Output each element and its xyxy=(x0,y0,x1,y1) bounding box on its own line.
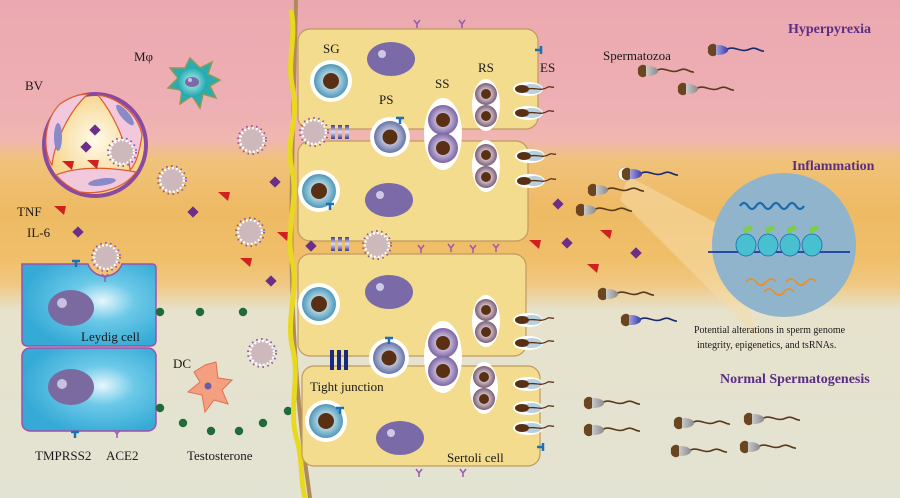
zone-heading-inflammation: Inflammation xyxy=(792,159,875,174)
testosterone-molecules xyxy=(155,307,293,436)
virus-particle xyxy=(246,337,278,369)
nucleosome-icon xyxy=(735,225,823,257)
label-rs: RS xyxy=(478,60,494,75)
legend-tnf-icon xyxy=(54,206,66,215)
tnf-molecule xyxy=(600,230,612,239)
il6-molecule xyxy=(561,237,573,249)
tight-junctions xyxy=(330,125,349,370)
germ-cells xyxy=(298,60,557,442)
legend-il6-label: IL-6 xyxy=(27,225,51,240)
legend-il6-icon xyxy=(72,226,84,238)
label-leydig-cell: Leydig cell xyxy=(81,329,140,344)
label-ss: SS xyxy=(435,76,449,91)
callout-beam xyxy=(620,176,760,340)
virus-particle xyxy=(234,216,266,248)
label-dc: DC xyxy=(173,356,191,371)
tnf-molecule xyxy=(240,258,252,267)
blood-vessel xyxy=(42,92,148,198)
legend-tnf-label: TNF xyxy=(17,204,42,219)
spermatozoa xyxy=(575,43,801,458)
tnf-molecule xyxy=(529,240,541,249)
label-bv: BV xyxy=(25,78,44,93)
leydig-cells xyxy=(21,241,157,440)
label-ace2: ACE2 xyxy=(106,448,139,463)
virus-particle xyxy=(236,124,268,156)
peritubular-myoid-cells xyxy=(287,9,308,498)
label-sg: SG xyxy=(323,41,340,56)
il6-molecule xyxy=(305,240,317,252)
label-macrophage: Mφ xyxy=(134,49,153,64)
il6-molecule xyxy=(269,176,281,188)
virus-particle xyxy=(156,164,188,196)
tnf-molecule xyxy=(277,232,289,241)
tnf-molecule xyxy=(218,192,230,201)
il6-molecule xyxy=(552,198,564,210)
label-testosterone: Testosterone xyxy=(187,448,253,463)
tsrna-icon xyxy=(745,278,817,296)
label-tight-junction: Tight junction xyxy=(310,379,384,394)
label-es: ES xyxy=(540,60,555,75)
il6-molecule xyxy=(187,206,199,218)
il6-molecule xyxy=(265,275,277,287)
label-sertoli-cell: Sertoli cell xyxy=(447,450,504,465)
label-spermatozoa: Spermatozoa xyxy=(603,48,671,63)
callout-text-line2: integrity, epigenetics, and tsRNAs. xyxy=(697,340,836,351)
tnf-molecule xyxy=(587,264,599,273)
dna-helix-icon xyxy=(739,201,805,211)
zone-heading-hyperpyrexia: Hyperpyrexia xyxy=(788,22,871,37)
genome-callout-circle xyxy=(708,173,856,317)
il6-molecule xyxy=(630,247,642,259)
callout-text-line1: Potential alterations in sperm genome xyxy=(694,325,846,336)
zone-heading-normal-spermatogenesis: Normal Spermatogenesis xyxy=(720,372,870,387)
macrophage xyxy=(166,56,222,110)
label-tmprss2: TMPRSS2 xyxy=(35,448,91,463)
label-ps: PS xyxy=(379,92,393,107)
dendritic-cell xyxy=(186,361,234,414)
